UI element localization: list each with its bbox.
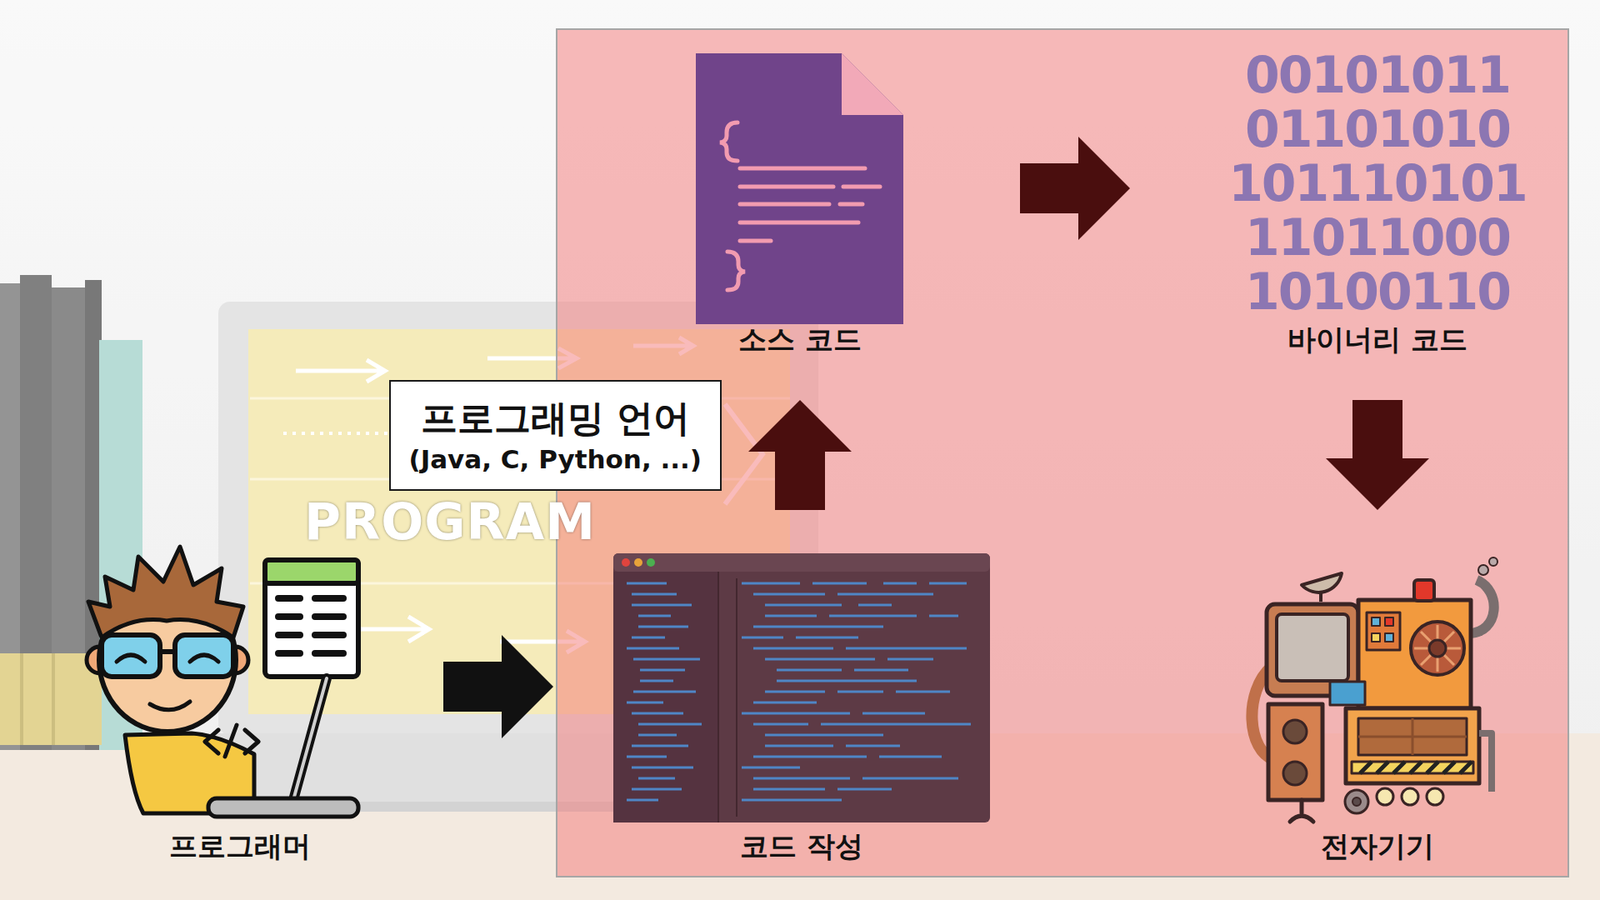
programmer-icon-part (293, 678, 327, 800)
electronic-device-icon (1251, 557, 1498, 822)
source-file-icon-part (695, 53, 904, 325)
programmer-icon-part (88, 546, 244, 638)
source-code-node: 소스 코드 (683, 50, 917, 360)
node-label: 바이너리 코드 (1287, 322, 1468, 356)
flow-arrow (443, 635, 554, 739)
code-editor-node: 코드 작성 (613, 550, 990, 867)
electronic-device-icon-part (1330, 681, 1365, 705)
programmer-icon-part (116, 655, 145, 662)
programmer-icon-part (293, 678, 327, 800)
source-file-icon-part (720, 122, 738, 161)
electronic-device-icon-part (1366, 612, 1400, 650)
programmer-icon-part (160, 649, 175, 655)
electronic-device-icon-part (1401, 788, 1419, 805)
node-label: 프로그래머 (169, 829, 311, 863)
flow-arrow (748, 400, 852, 510)
programmer-icon-part (265, 560, 359, 584)
programmer-icon-part (175, 635, 234, 677)
electronic-device-icon-part (1479, 733, 1492, 792)
electronic-device-icon-part (1371, 633, 1380, 642)
programmer-icon-part (101, 635, 160, 677)
box-subtitle: (Java, C, Python, ...) (409, 442, 702, 478)
electronic-device-icon-part (1290, 800, 1314, 822)
node-label: 코드 작성 (740, 829, 864, 863)
code-editor-window-part (718, 571, 737, 823)
programmer-node: 프로그래머 (95, 537, 384, 867)
electronic-device-icon-part (1268, 704, 1323, 800)
electronic-device-icon-part (1301, 573, 1342, 593)
device-node: 전자기기 (1233, 550, 1522, 867)
programmer-icon-part (190, 655, 219, 662)
programmer-icon (86, 546, 359, 817)
language-box: 프로그래밍 언어(Java, C, Python, ...) (389, 380, 722, 491)
electronic-device-icon-part (1276, 614, 1349, 681)
electronic-device-icon-part (1345, 708, 1480, 784)
electronic-device-icon-part (1358, 718, 1467, 755)
binary-digits: 01101010 (1245, 104, 1510, 155)
source-file-icon-part (841, 53, 904, 115)
programmer-icon-part (205, 725, 259, 757)
electronic-device-icon-part (1283, 720, 1307, 744)
code-editor-window-part (621, 558, 630, 567)
node-label: 전자기기 (1320, 829, 1435, 863)
code-editor-window-part (741, 583, 971, 800)
code-editor-window-part (613, 553, 990, 572)
code-editor-window-part (613, 571, 719, 823)
code-editor-window-part (634, 558, 643, 567)
electronic-device-icon-part (1352, 797, 1361, 806)
electronic-device-icon-part (1414, 625, 1461, 672)
electronic-device-icon-part (1414, 580, 1435, 601)
electronic-device-icon-part (1283, 761, 1307, 785)
programmer-icon-part (265, 560, 359, 677)
electronic-device-icon-part (1351, 761, 1474, 774)
binary-digits: 11011000 (1245, 212, 1510, 263)
electronic-device-icon-part (1371, 617, 1380, 626)
programmer-icon-part (150, 701, 190, 710)
electronic-device-icon-part (1358, 718, 1467, 755)
electronic-device-icon-part (1478, 565, 1489, 575)
code-editor-window-part (613, 553, 990, 823)
electronic-device-icon-part (1426, 788, 1444, 805)
binary-digits: 101110101 (1228, 158, 1527, 209)
electronic-device-icon-part (1385, 617, 1394, 626)
flow-arrow (1325, 400, 1430, 510)
electronic-device-icon-part (1345, 790, 1369, 814)
programmer-icon-part (208, 798, 359, 817)
electronic-device-icon-part (1376, 788, 1394, 805)
electronic-device-icon-part (1429, 640, 1446, 657)
screen-watermark: PROGRAM (304, 496, 596, 547)
electronic-device-icon-part (1410, 621, 1465, 675)
flow-arrow (1020, 136, 1130, 240)
code-editor-window-part (646, 558, 655, 567)
code-editor-window (613, 553, 990, 823)
source-file-icon-part (727, 251, 745, 290)
source-file-icon (695, 53, 904, 325)
box-title: 프로그래밍 언어 (409, 393, 702, 443)
electronic-device-icon-part (1489, 557, 1498, 566)
source-file-icon-part (740, 168, 880, 241)
electronic-device-icon-part (1358, 600, 1471, 709)
binary-digits: 10100110 (1245, 266, 1510, 317)
code-editor-window-part (626, 583, 702, 800)
electronic-device-icon-part (1360, 761, 1472, 774)
binary-digits: 00101011 (1245, 50, 1510, 100)
node-label: 소스 코드 (738, 322, 862, 356)
electronic-device-icon-part (1385, 633, 1394, 642)
programmer-icon-part (278, 598, 344, 654)
